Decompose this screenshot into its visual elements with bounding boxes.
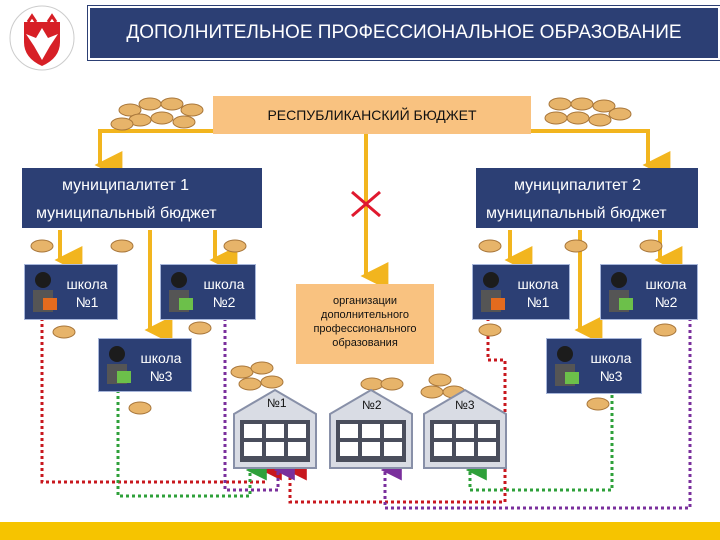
coin-pile-icon [110,97,204,131]
building-2-icon [329,388,413,469]
school-label-line1: школа [517,276,559,292]
coin-icon [188,321,212,335]
route-purple-right [380,318,692,510]
m2-school-3: школа №3 [546,338,642,394]
school-label-line2: №2 [654,294,678,310]
dpo-organizations-box: организации дополнительного профессионал… [296,284,434,364]
school-label-line2: №2 [212,294,236,310]
arrow-budget-to-m1 [94,129,213,179]
coin-icon [223,239,247,253]
municipality-2-name: муниципалитет 2 [514,177,642,194]
dpo-organizations-label: организации дополнительного профессионал… [313,295,417,349]
municipality-1-budget: муниципальный бюджет [36,205,217,222]
building-3-label: №3 [455,398,475,412]
building-1-label: №1 [267,396,287,410]
municipality-2-box: муниципалитет 2 муниципальный бюджет [476,168,698,228]
school-label-line2: №1 [526,294,550,310]
route-red-right [285,318,507,504]
no-funding-cross [351,190,381,218]
school-label-line2: №3 [599,368,623,384]
m1-school-1: школа №1 [24,264,118,320]
building-2-label: №2 [362,398,382,412]
coin-pile-icon [544,97,632,127]
teacher-icon [481,272,505,312]
coin-pile-icon [230,361,284,391]
arrow-budget-to-m2 [531,129,671,179]
republic-budget-label: РЕСПУБЛИКАНСКИЙ БЮДЖЕТ [267,107,477,123]
coin-pile-icon [360,377,404,391]
m2-school-2: школа №2 [600,264,698,320]
municipality-1-box: муниципалитет 1 муниципальный бюджет [22,168,262,228]
school-label-line2: №1 [75,294,99,310]
page-title: ДОПОЛНИТЕЛЬНОЕ ПРОФЕССИОНАЛЬНОЕ ОБРАЗОВА… [126,22,682,43]
coin-icon [52,325,76,339]
emblem-logo [9,5,75,71]
building-3-icon [423,388,507,469]
municipality-2-budget: муниципальный бюджет [486,205,667,222]
coin-icon [586,397,610,411]
teacher-icon [169,272,193,312]
teacher-icon [555,346,579,386]
coin-icon [564,239,588,253]
municipality-1-name: муниципалитет 1 [62,177,190,194]
bottom-accent-bar [0,522,720,540]
route-green-right [465,395,614,492]
coin-icon [110,239,134,253]
header-banner: ДОПОЛНИТЕЛЬНОЕ ПРОФЕССИОНАЛЬНОЕ ОБРАЗОВА… [88,6,720,60]
coin-icon [128,401,152,415]
school-label-line1: школа [645,276,687,292]
m1-school-2: школа №2 [160,264,256,320]
route-purple-left [223,318,295,492]
coin-icon [478,323,502,337]
school-label-line1: школа [140,350,182,366]
school-label-line1: школа [590,350,632,366]
republic-budget-box: РЕСПУБЛИКАНСКИЙ БЮДЖЕТ [213,96,531,134]
teacher-icon [33,272,57,312]
coin-icon [30,239,54,253]
school-label-line1: школа [203,276,245,292]
coin-icon [653,323,677,337]
school-label-line1: школа [66,276,108,292]
school-label-line2: №3 [149,368,173,384]
building-1-icon [233,388,317,469]
coin-icon [478,239,502,253]
teacher-icon [107,346,131,384]
coin-icon [639,239,663,253]
m2-school-1: школа №1 [472,264,570,320]
m1-school-3: школа №3 [98,338,192,392]
teacher-icon [609,272,633,312]
